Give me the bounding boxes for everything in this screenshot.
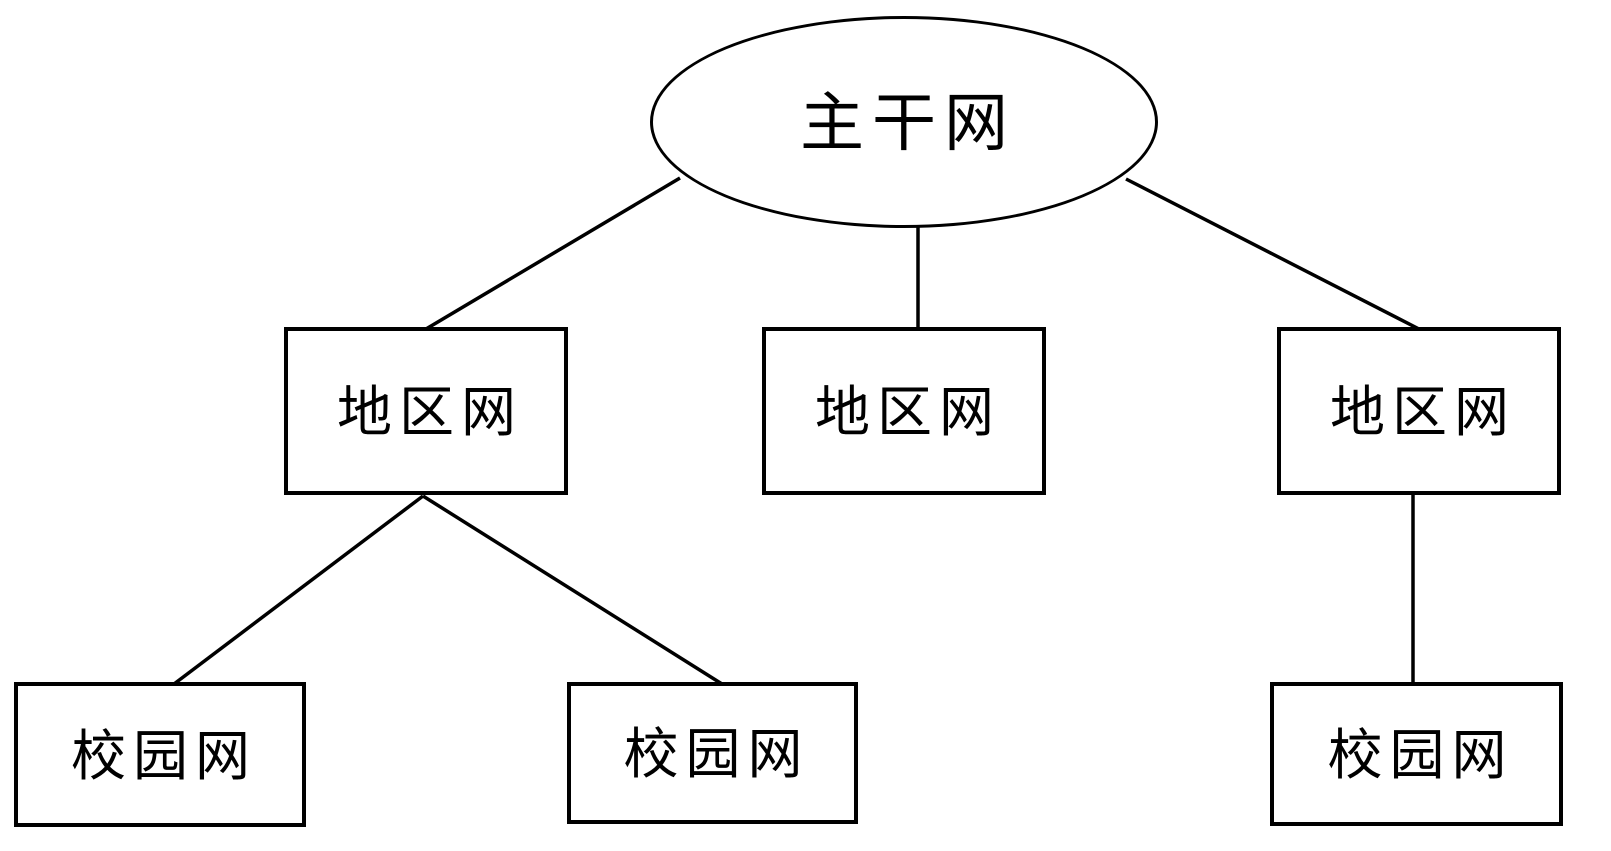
node-campus-network-center: 校园网: [567, 682, 858, 824]
node-campus-network-left: 校园网: [14, 682, 306, 827]
node-regional-right-label: 地区网: [1329, 382, 1516, 443]
node-backbone-network: 主干网: [650, 16, 1158, 228]
node-campus-network-right: 校园网: [1270, 682, 1563, 826]
edge-region-left-campus-left: [172, 494, 425, 686]
node-campus-center-label: 校园网: [623, 724, 810, 785]
node-regional-center-label: 地区网: [814, 382, 1001, 443]
node-regional-network-center: 地区网: [762, 327, 1046, 495]
node-campus-right-label: 校园网: [1327, 725, 1514, 786]
node-regional-network-right: 地区网: [1277, 327, 1561, 495]
node-regional-network-left: 地区网: [284, 327, 568, 495]
node-backbone-label: 主干网: [800, 88, 1016, 159]
node-regional-left-label: 地区网: [336, 382, 523, 443]
node-campus-left-label: 校园网: [70, 725, 257, 787]
edge-backbone-region-right: [1125, 177, 1420, 331]
edge-backbone-region-left: [425, 176, 681, 331]
edge-region-left-campus-center: [422, 494, 723, 686]
